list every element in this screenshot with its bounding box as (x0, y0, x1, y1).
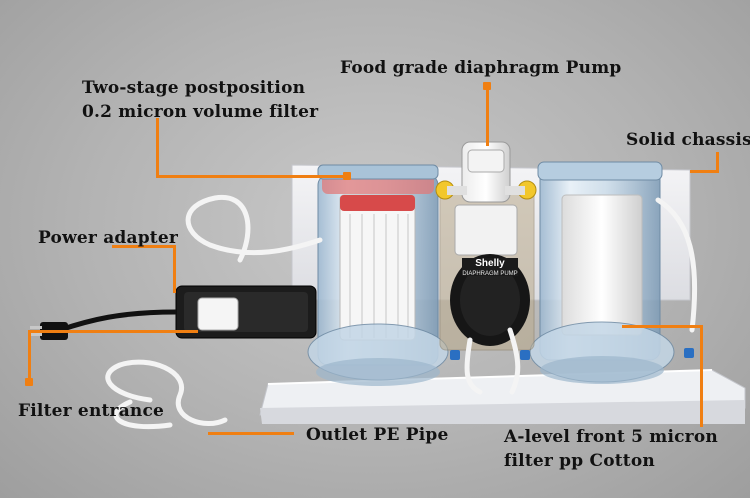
label-filter-entrance: Filter entrance (18, 401, 165, 421)
leader-chassis-h (690, 170, 718, 173)
left-filter-housing (307, 164, 449, 386)
power-adapter (30, 285, 317, 340)
leader-power-h (112, 245, 176, 248)
leader-postposition-v (156, 118, 159, 178)
leader-power-v (173, 245, 176, 293)
label-postposition-filter: Two-stage postposition 0.2 micron volume… (82, 76, 318, 124)
leader-entrance-v (28, 330, 31, 382)
leader-front-filter-v (700, 325, 703, 427)
right-filter-housing (529, 161, 675, 384)
label-power-adapter: Power adapter (38, 228, 179, 248)
pump-brand-name: Shelly (475, 258, 505, 269)
tube-fittings (450, 348, 694, 360)
diaphragm-pump: Shelly DIAPHRAGM PUMP (435, 141, 537, 351)
leader-entrance-dot (25, 378, 33, 386)
leader-pump (486, 88, 489, 146)
leader-entrance-h (28, 330, 198, 333)
leader-pump-dot (483, 82, 491, 90)
label-postposition-filter-line2: 0.2 micron volume filter (82, 102, 319, 122)
tubing (105, 194, 698, 430)
leader-postposition-h (156, 175, 346, 178)
leader-outlet (208, 432, 294, 435)
leader-front-filter-h (622, 325, 702, 328)
label-front-filter-line2: filter pp Cotton (504, 451, 655, 471)
pump-model-text: DIAPHRAGM PUMP (462, 271, 517, 277)
leader-chassis-v (716, 152, 719, 173)
label-chassis: Solid chassis (626, 130, 750, 150)
label-outlet-pipe: Outlet PE Pipe (306, 425, 449, 445)
label-pump: Food grade diaphragm Pump (340, 58, 622, 78)
leader-postposition-dot (343, 172, 351, 180)
label-front-filter: A-level front 5 micron filter pp Cotton (504, 425, 718, 473)
label-postposition-filter-line1: Two-stage postposition (82, 78, 306, 98)
label-front-filter-line1: A-level front 5 micron (504, 427, 718, 447)
